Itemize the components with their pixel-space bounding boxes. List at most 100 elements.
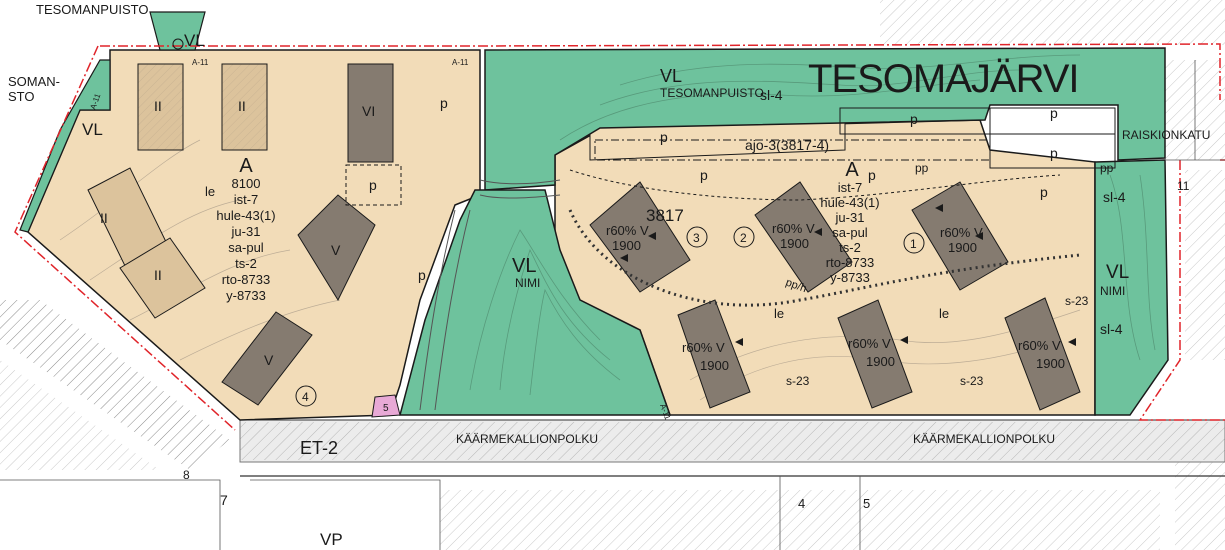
west-block-line: ist-7 <box>234 192 259 207</box>
label-tesomanpuisto-left-a: SOMAN- <box>8 74 60 89</box>
label-p-7: p <box>1050 145 1058 161</box>
label-roman-vi: VI <box>362 103 375 119</box>
label-sl4-right-b: sl-4 <box>1100 321 1123 337</box>
label-1900-6: 1900 <box>1036 356 1065 371</box>
label-roman-v-2: V <box>264 352 274 368</box>
west-block-line: ts-2 <box>235 256 257 271</box>
et-small-area <box>371 394 401 418</box>
label-circle-4: 4 <box>302 390 309 404</box>
label-1900-1: 1900 <box>612 238 641 253</box>
label-s23-3: s-23 <box>1065 294 1089 308</box>
east-block-line: ist-7 <box>838 180 863 195</box>
lot-outlines <box>0 60 1225 550</box>
west-block-line: 8100 <box>232 176 261 191</box>
label-roman-ii-1: II <box>154 98 162 114</box>
label-1900-5: 1900 <box>866 354 895 369</box>
label-sl4-top: sl-4 <box>760 87 783 103</box>
label-p-6: p <box>1050 105 1058 121</box>
label-a11-1: A-11 <box>192 58 209 67</box>
label-r60-6: r60% V <box>1018 338 1061 353</box>
text-labels: TESOMANPUISTO SOMAN- STO VL VL TESOMAJÄR… <box>8 2 1210 549</box>
west-block-letter: A <box>239 155 253 177</box>
label-1900-4: 1900 <box>700 358 729 373</box>
label-p-3: p <box>418 267 426 283</box>
east-block-line: ts-2 <box>839 240 861 255</box>
label-p-9: p <box>868 167 876 183</box>
east-block-regulations: A ist-7 hule-43(1) ju-31 sa-pul ts-2 rto… <box>820 159 879 285</box>
label-circle-3: 3 <box>693 231 700 245</box>
label-lot-7: 7 <box>220 492 228 508</box>
label-1900-3: 1900 <box>948 240 977 255</box>
label-lot-4: 4 <box>798 496 805 511</box>
label-r60-3: r60% V <box>940 225 983 240</box>
label-s23-2: s-23 <box>960 374 984 388</box>
label-vl-left: VL <box>82 120 103 139</box>
label-r60-1: r60% V <box>606 223 649 238</box>
label-five: 5 <box>383 403 389 414</box>
vl-top-park <box>484 47 1166 191</box>
label-vl-top: VL <box>660 66 682 86</box>
label-a11-2: A-11 <box>452 58 469 67</box>
label-raiskionkatu: RAISKIONKATU <box>1122 128 1210 142</box>
vl-center-park <box>399 189 672 416</box>
label-pp-b: pp <box>1100 161 1114 175</box>
label-block-3817: 3817 <box>646 206 684 225</box>
label-roman-ii-3: II <box>100 210 108 226</box>
buildings <box>87 63 1081 411</box>
west-block-line: ju-31 <box>231 224 261 239</box>
label-pp-a: pp <box>915 161 929 175</box>
east-block-line: hule-43(1) <box>820 195 879 210</box>
internal-paths <box>419 179 561 411</box>
west-block-line: y-8733 <box>226 288 266 303</box>
label-r60-5: r60% V <box>848 336 891 351</box>
parking-areas <box>345 107 1116 307</box>
east-block-letter: A <box>845 159 859 181</box>
label-roman-ii-2: II <box>238 98 246 114</box>
label-circle-2: 2 <box>740 231 747 245</box>
label-p-1: p <box>440 95 448 111</box>
label-tesomanpuisto-left-b: STO <box>8 89 35 104</box>
west-block-line: hule-43(1) <box>216 208 275 223</box>
label-vl-top-left: VL <box>184 31 205 50</box>
entrance-markers <box>620 204 1076 346</box>
label-p-4: p <box>660 129 668 145</box>
east-block-line: sa-pul <box>832 225 868 240</box>
label-p-10: p <box>1040 184 1048 200</box>
label-ajo: ajo-3(3817-4) <box>745 137 829 153</box>
west-block-line: sa-pul <box>228 240 264 255</box>
label-le-3: le <box>939 306 949 321</box>
label-lot-8: 8 <box>183 468 190 482</box>
label-kaarme-1: KÄÄRMEKALLIONPOLKU <box>456 432 598 446</box>
label-tesomanpuisto-top: TESOMANPUISTO <box>36 2 148 17</box>
label-p-8: p <box>700 167 708 183</box>
label-vl-center: VL <box>512 255 536 277</box>
label-roman-v-1: V <box>331 242 341 258</box>
label-roman-ii-4: II <box>154 267 162 283</box>
vl-right-park <box>1094 159 1169 416</box>
west-block-regulations: A 8100 ist-7 hule-43(1) ju-31 sa-pul ts-… <box>216 155 275 303</box>
label-tesomajarvi: TESOMAJÄRVI <box>808 57 1079 101</box>
street-kaarmekallionpolku <box>239 419 1225 477</box>
label-circle-1: 1 <box>910 237 917 251</box>
label-lot-11: 11 <box>1177 179 1190 193</box>
label-vl-right: VL <box>1106 262 1129 283</box>
label-r60-4: r60% V <box>682 340 725 355</box>
label-vl-top-sub: TESOMANPUISTO <box>660 86 764 100</box>
east-block-line: y-8733 <box>830 270 870 285</box>
contour-lines <box>469 54 1156 396</box>
label-vl-center-sub: NIMI <box>515 276 540 290</box>
east-block-line: ju-31 <box>835 210 865 225</box>
label-vp: VP <box>320 530 343 549</box>
green-park-areas <box>19 11 1169 416</box>
label-p-2: p <box>369 177 377 193</box>
label-et2: ET-2 <box>300 438 338 458</box>
west-block-line: rto-8733 <box>222 272 270 287</box>
label-1900-2: 1900 <box>780 236 809 251</box>
label-p-5: p <box>910 111 918 127</box>
label-sl4-right-a: sl-4 <box>1103 189 1126 205</box>
zone-circles <box>172 38 925 407</box>
east-block-line: rto-8733 <box>826 255 874 270</box>
label-le-2: le <box>774 306 784 321</box>
label-s23-1: s-23 <box>786 374 810 388</box>
